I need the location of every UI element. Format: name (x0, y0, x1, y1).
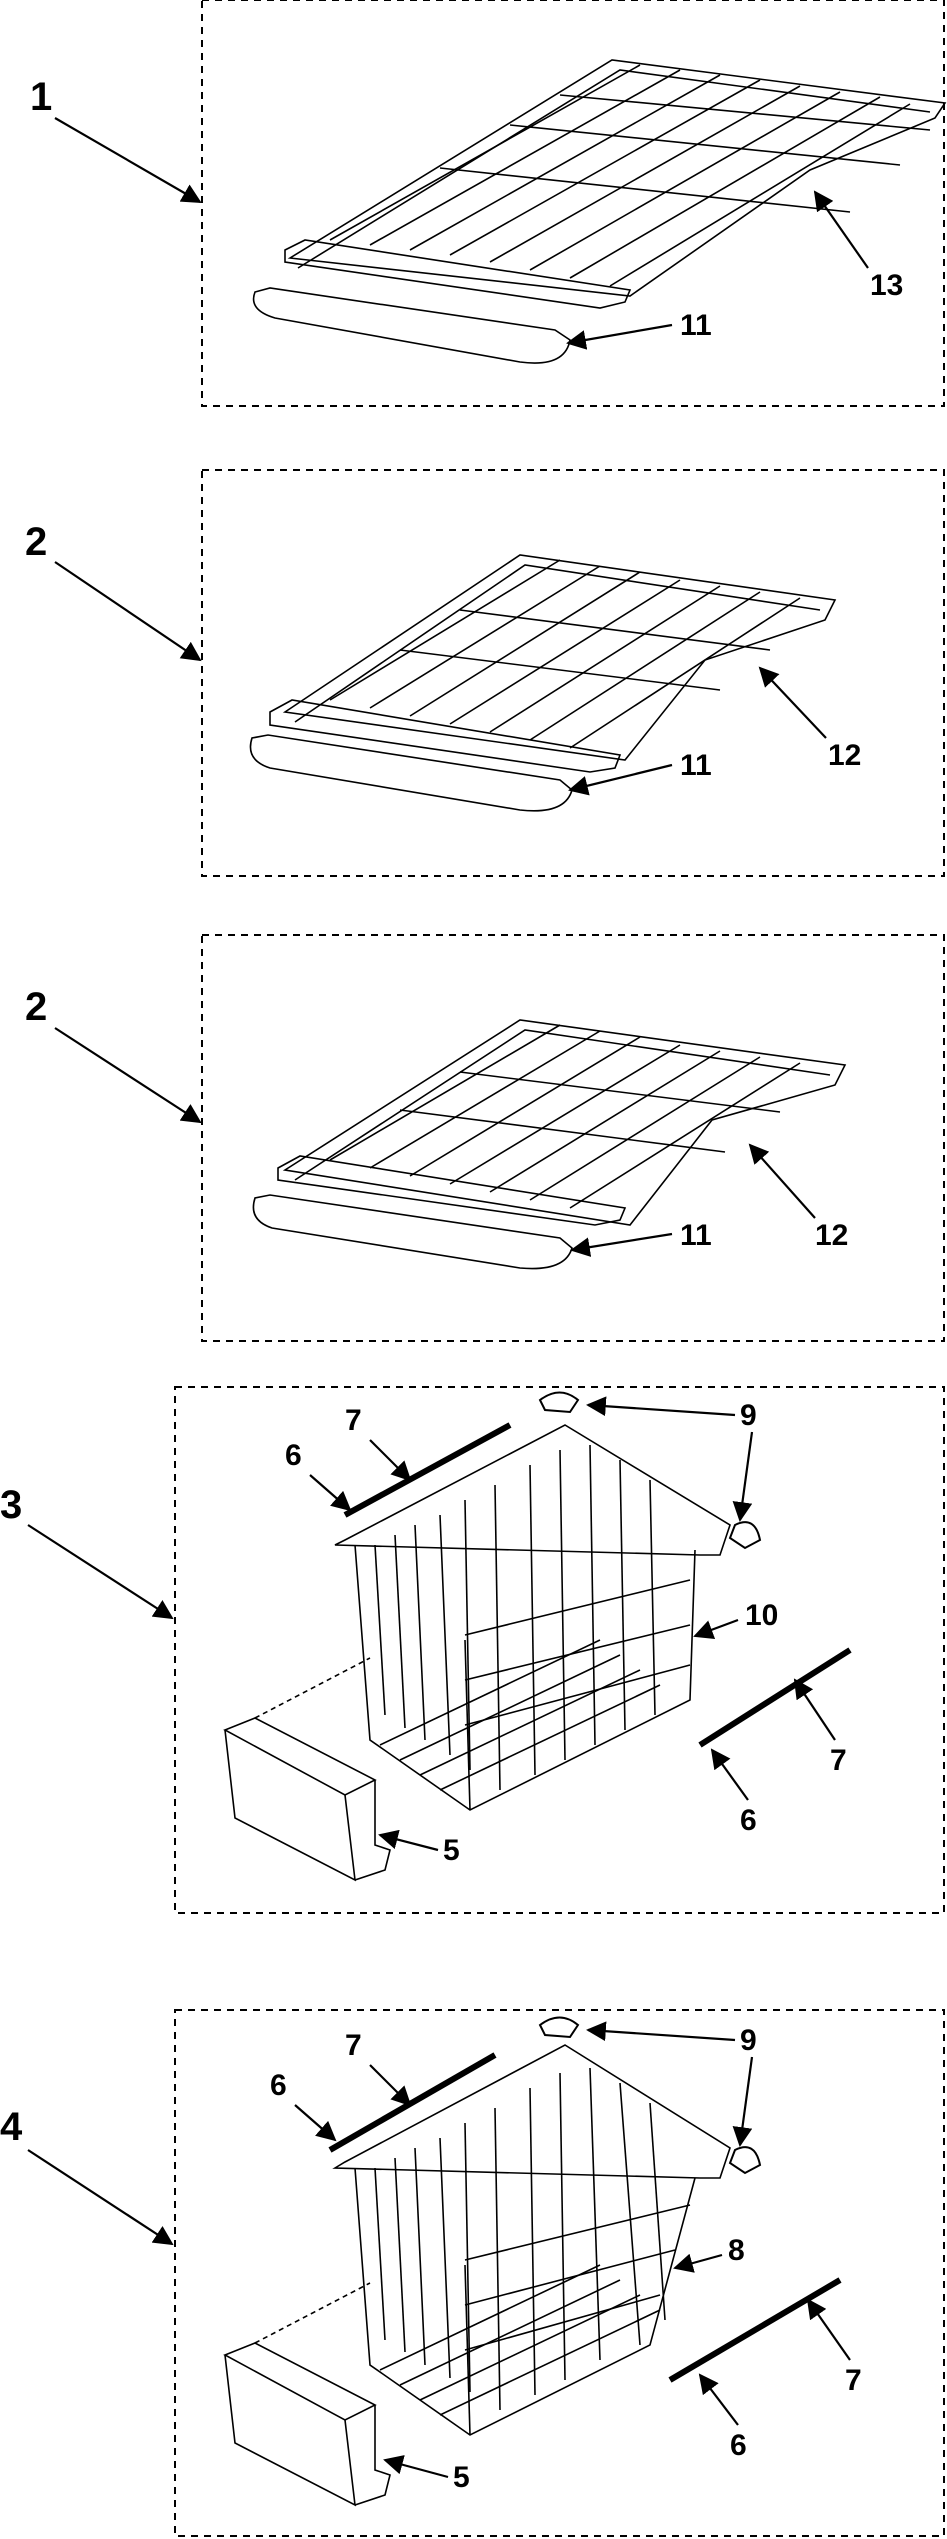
callout-label: 8 (728, 2234, 745, 2267)
callout-label: 5 (443, 1834, 460, 1867)
callout-arrow (570, 1232, 673, 1257)
callout-arrow (813, 190, 869, 269)
callout-arrow (586, 1396, 736, 1417)
panel-arrow (54, 1027, 202, 1124)
callout-arrow (294, 2104, 337, 2142)
callout-arrow (693, 1618, 739, 1640)
panel-4-border (174, 2009, 945, 2537)
panel-4: 4 9 7 6 (0, 2009, 945, 2537)
wire-shelf (282, 1019, 847, 1226)
basket-rails (343, 1391, 852, 1748)
panel-1-border (201, 0, 945, 407)
callout-arrow (698, 2373, 739, 2426)
callout-label: 6 (270, 2069, 287, 2102)
callout-arrow (806, 2298, 851, 2361)
callout-label: 7 (830, 1744, 847, 1777)
callout-arrow (732, 1431, 754, 1522)
panel-1: 1 13 11 (30, 0, 947, 407)
callout-label: 13 (870, 269, 903, 302)
callout-arrow (369, 2064, 412, 2107)
panel-number: 2 (25, 520, 47, 564)
callout-arrow (309, 1474, 352, 1512)
callout-label: 5 (453, 2461, 470, 2494)
callout-arrow (369, 1439, 412, 1482)
panel-3: 3 9 7 6 (0, 1386, 945, 1914)
callout-label: 7 (345, 1404, 362, 1437)
callout-label: 11 (680, 749, 712, 782)
callout-label: 11 (680, 1219, 712, 1252)
callout-arrow (793, 1678, 836, 1741)
callout-arrow (710, 1748, 749, 1801)
callout-label: 6 (285, 1439, 302, 1472)
wire-shelf (282, 554, 837, 761)
shelf-trim (252, 1155, 627, 1270)
callout-label: 7 (345, 2029, 362, 2062)
panel-3-border (174, 1386, 945, 1914)
panel-arrow (54, 561, 202, 662)
callout-label: 7 (845, 2364, 862, 2397)
panel-2a-border (201, 469, 945, 877)
wire-basket (334, 1424, 731, 1811)
callout-arrow (568, 763, 673, 796)
panel-number: 4 (0, 2105, 23, 2149)
panel-number: 1 (30, 75, 52, 119)
basket-front (223, 2282, 391, 2507)
shelf-trim (252, 239, 632, 364)
panel-2a: 2 12 11 (25, 469, 945, 877)
panel-arrow (27, 1524, 174, 1620)
panel-number: 3 (0, 1483, 22, 1527)
callout-arrow (732, 2056, 754, 2147)
callout-arrow (378, 1829, 439, 1852)
callout-label: 12 (828, 739, 861, 772)
callout-label: 6 (730, 2429, 747, 2462)
callout-label: 6 (740, 1804, 757, 1837)
wire-shelf (287, 59, 947, 297)
callout-arrow (758, 666, 827, 739)
callout-arrow (586, 2021, 736, 2042)
callout-arrow (383, 2455, 449, 2479)
callout-label: 12 (815, 1219, 848, 1252)
callout-arrow (748, 1143, 816, 1219)
panel-arrow (27, 2149, 174, 2246)
basket-front (223, 1657, 391, 1882)
panel-number: 2 (25, 985, 47, 1029)
basket-rails (328, 2016, 842, 2383)
panel-arrow (54, 117, 202, 203)
callout-label: 10 (745, 1599, 778, 1632)
callout-label: 9 (740, 1399, 757, 1432)
callout-arrow (673, 2253, 723, 2273)
panel-2b-border (201, 934, 945, 1342)
panel-2b: 2 11 12 (25, 934, 945, 1342)
shelf-trim (249, 699, 622, 812)
callout-arrow (566, 323, 673, 350)
wire-basket (332, 2044, 731, 2436)
callout-label: 11 (680, 309, 712, 342)
callout-label: 9 (740, 2024, 757, 2057)
